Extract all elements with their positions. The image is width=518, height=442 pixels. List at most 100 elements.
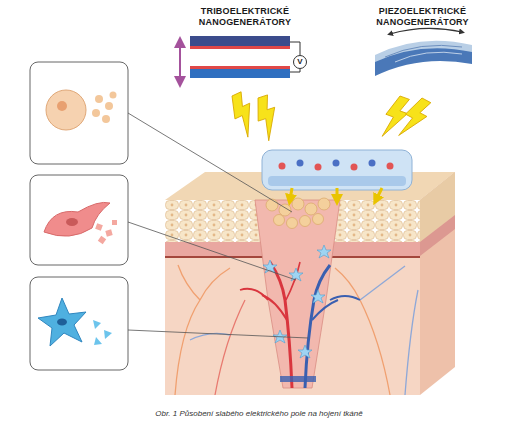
migrating-cells [266, 199, 278, 211]
voltmeter-circle: V [293, 55, 307, 69]
signal-molecule [298, 345, 312, 358]
wound [305, 265, 330, 388]
electroactive-patch [351, 164, 358, 171]
leader-line [128, 113, 308, 338]
figure-caption: Obr. 1 Působení slabého elektrického pol… [0, 409, 518, 418]
keratinocyte-cell [102, 115, 110, 123]
wound [240, 200, 360, 388]
keratinocyte-cell [46, 90, 86, 130]
piezoelectric-sheet [375, 41, 472, 76]
wound [330, 296, 360, 300]
fibroblast-cell [112, 220, 117, 225]
capillary [335, 268, 390, 395]
electroactive-patch [297, 160, 304, 167]
skin-block [420, 172, 455, 395]
fibroblast-cell [98, 236, 106, 244]
piezoelectric-sheet [395, 52, 462, 62]
immune-cell [38, 298, 86, 346]
immune-cell [38, 298, 112, 346]
lightning-bolt [395, 95, 433, 143]
piezoelectric-sheet [385, 45, 462, 57]
keratinocyte-cell [105, 102, 113, 110]
wound [286, 262, 300, 300]
wound [240, 289, 268, 300]
migrating-cells [266, 198, 330, 229]
signal-molecule [263, 245, 331, 358]
fibroblast-cell [105, 229, 112, 236]
migrating-cells [300, 216, 311, 227]
generator-heading: PIEZOELEKTRICKÉ NANOGENERÁTORY [360, 6, 485, 28]
field-arrow [290, 188, 382, 200]
triboelectric-plates [190, 66, 290, 69]
lightning-bolt [251, 94, 284, 142]
electroactive-patch [262, 150, 412, 190]
migrating-cells [318, 198, 330, 210]
cell-box [30, 277, 128, 370]
cell-box [30, 62, 128, 164]
field-arrow [376, 188, 382, 200]
bending-arrow [390, 28, 462, 34]
migrating-cells [292, 198, 304, 210]
lightning-bolt [226, 91, 263, 139]
signal-molecule [289, 268, 303, 281]
keratinocyte-cell [92, 109, 100, 117]
signal-molecule [311, 290, 325, 303]
immune-cell [94, 337, 102, 345]
capillary [405, 290, 418, 395]
electroactive-patch [387, 163, 394, 170]
skin-block [420, 215, 455, 256]
capillary [178, 265, 200, 300]
migrating-cells [274, 215, 285, 226]
wound [312, 300, 338, 320]
electroactive-patch [268, 176, 406, 186]
fibroblast-cell [66, 218, 78, 226]
electroactive-patch [262, 150, 412, 190]
piezoelectric-sheet [375, 41, 472, 62]
capillary [175, 268, 230, 395]
leader-line [128, 222, 296, 280]
triboelectric-plates [290, 42, 300, 55]
wound [270, 262, 292, 388]
keratinocyte-cell [95, 95, 103, 103]
generator-group: PIEZOELEKTRICKÉ NANOGENERÁTORY [360, 6, 485, 88]
field-arrow [336, 188, 339, 200]
fibroblast-cell [44, 202, 117, 244]
immune-cell [93, 320, 101, 329]
electroactive-patch [315, 164, 322, 171]
bending-arrow [390, 28, 462, 34]
wound [255, 200, 340, 388]
wound [280, 376, 316, 382]
migrating-cells [305, 203, 317, 215]
triboelectric-plates [190, 36, 300, 78]
triboelectric-plates [290, 69, 300, 72]
skin-block [165, 172, 455, 395]
cell-box [30, 62, 128, 370]
triboelectric-plates [190, 46, 290, 49]
leader-line [128, 330, 308, 338]
generator-heading: TRIBOELEKTRICKÉ NANOGENERÁTORY [180, 6, 310, 28]
immune-cell [57, 319, 67, 326]
cell-box [30, 175, 128, 265]
signal-molecule [317, 245, 331, 258]
keratinocyte-cell [46, 90, 117, 130]
migrating-cells [313, 214, 324, 225]
keratinocyte-cell [57, 101, 67, 111]
keratinocyte-cell [110, 92, 117, 99]
motion-arrow [180, 42, 181, 82]
immune-cell [104, 330, 112, 339]
electroactive-patch [369, 160, 376, 167]
electroactive-patch [333, 160, 340, 167]
lightning-bolt [378, 94, 412, 142]
lightning-bolt [226, 91, 434, 143]
triboelectric-plates [190, 36, 290, 48]
migrating-cells [287, 218, 298, 229]
capillary [215, 300, 245, 395]
voltmeter-label: V [297, 58, 302, 66]
generator-group: TRIBOELEKTRICKÉ NANOGENERÁTORY V [180, 6, 310, 88]
fibroblast-cell [44, 202, 110, 236]
electroactive-patch [279, 163, 286, 170]
fibroblast-cell [95, 223, 103, 231]
field-arrow [290, 188, 292, 200]
